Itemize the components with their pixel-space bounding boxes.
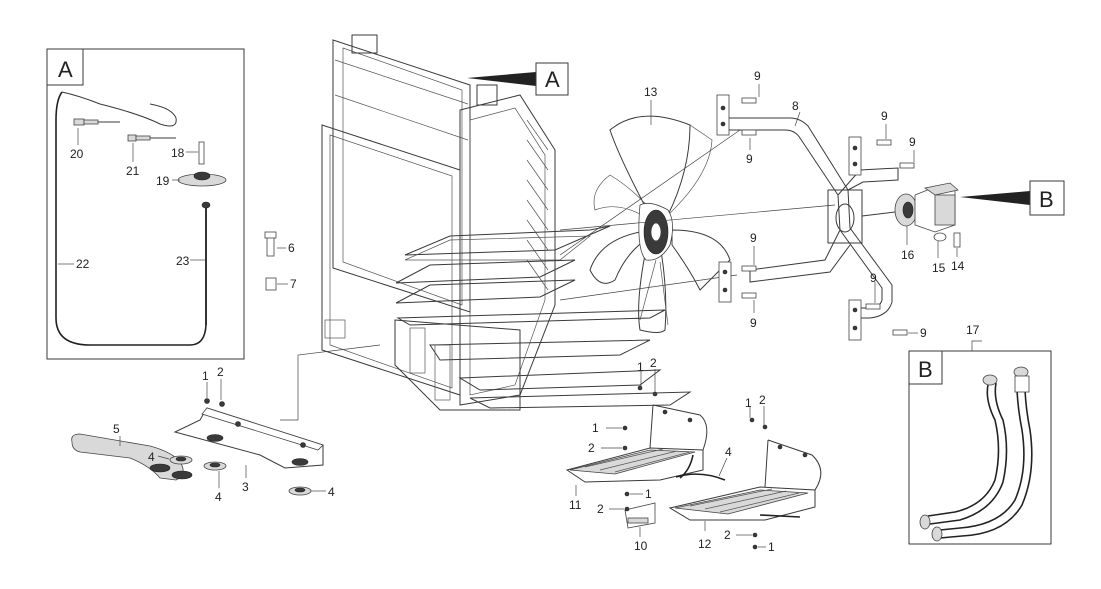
view-callout-b-letter: B xyxy=(1039,187,1054,212)
part-label-1f: 1 xyxy=(768,540,775,554)
part-label-2b: 2 xyxy=(650,356,657,370)
washer-set-4 xyxy=(169,455,312,496)
motor-16 xyxy=(861,182,959,233)
detail-view-b-letter: B xyxy=(918,357,933,382)
cable-23-end xyxy=(201,201,211,209)
temperature-sensor-cable xyxy=(55,91,207,346)
detail-view-b: B xyxy=(908,350,1052,545)
part-label-22: 22 xyxy=(76,257,90,271)
part-label-8: 8 xyxy=(792,99,799,113)
part-label-5: 5 xyxy=(113,422,120,436)
part-label-9d: 9 xyxy=(909,135,916,149)
part-label-20: 20 xyxy=(70,147,84,161)
fan-13 xyxy=(589,115,731,333)
part-label-4d: 4 xyxy=(725,445,732,459)
part-label-9h: 9 xyxy=(920,326,927,340)
bolt-set-9 xyxy=(741,97,915,336)
fasteners-center xyxy=(622,385,768,550)
part-label-13: 13 xyxy=(644,85,658,99)
part-label-2a: 2 xyxy=(217,365,224,379)
part-label-4c: 4 xyxy=(328,485,335,499)
part-label-9g: 9 xyxy=(870,271,877,285)
guard-12 xyxy=(668,439,822,521)
part-label-9e: 9 xyxy=(750,231,757,245)
part-label-6: 6 xyxy=(288,241,295,255)
part-label-9b: 9 xyxy=(746,152,753,166)
part-label-9f: 9 xyxy=(750,316,757,330)
view-callout-a-letter: A xyxy=(545,67,560,92)
part-label-21: 21 xyxy=(126,164,140,178)
part-label-17: 17 xyxy=(966,323,980,337)
part-label-9c: 9 xyxy=(881,109,888,123)
bolt-1-2-left xyxy=(204,398,225,407)
detail-view-a: A 20 21 18 19 xyxy=(46,48,245,360)
bolt-14 xyxy=(953,232,961,248)
sensor-harness xyxy=(61,91,177,127)
part-label-1b: 1 xyxy=(637,360,644,374)
part-label-2e: 2 xyxy=(597,502,604,516)
part-label-10: 10 xyxy=(634,539,648,553)
washer-15 xyxy=(933,232,947,242)
part-label-4b: 4 xyxy=(215,490,222,504)
part-label-2f: 2 xyxy=(724,528,731,542)
part-label-18: 18 xyxy=(171,146,185,160)
part-label-3: 3 xyxy=(242,480,249,494)
part-label-1d: 1 xyxy=(745,396,752,410)
flange-19 xyxy=(177,171,227,187)
part-label-1c: 1 xyxy=(592,421,599,435)
radiator-assembly xyxy=(280,34,692,421)
part-label-12: 12 xyxy=(698,537,712,551)
part-label-9a: 9 xyxy=(754,69,761,83)
sensor-20 xyxy=(73,118,120,126)
detail-view-a-letter: A xyxy=(58,57,73,82)
guard-3 xyxy=(173,407,324,469)
bar-5 xyxy=(71,433,193,481)
guard-11 xyxy=(565,404,708,483)
part-label-1e: 1 xyxy=(645,487,652,501)
part-label-7: 7 xyxy=(290,277,297,291)
view-callout-b: B xyxy=(960,180,1065,216)
part-label-2c: 2 xyxy=(588,441,595,455)
bolt-18 xyxy=(198,141,205,165)
bracket-10 xyxy=(624,502,656,529)
view-callout-a: A xyxy=(467,62,569,96)
part-label-15: 15 xyxy=(932,261,946,275)
part-label-19: 19 xyxy=(156,174,170,188)
part-label-16: 16 xyxy=(901,248,915,262)
part-label-1a: 1 xyxy=(202,369,209,383)
bolt-6 xyxy=(264,231,277,257)
part-label-23: 23 xyxy=(176,254,190,268)
strip-4 xyxy=(675,473,726,481)
sensor-21 xyxy=(127,134,176,142)
part-label-2d: 2 xyxy=(759,393,766,407)
part-label-14: 14 xyxy=(951,259,965,273)
nut-7 xyxy=(265,277,277,291)
part-label-4a: 4 xyxy=(148,450,155,464)
part-label-11: 11 xyxy=(569,498,582,512)
